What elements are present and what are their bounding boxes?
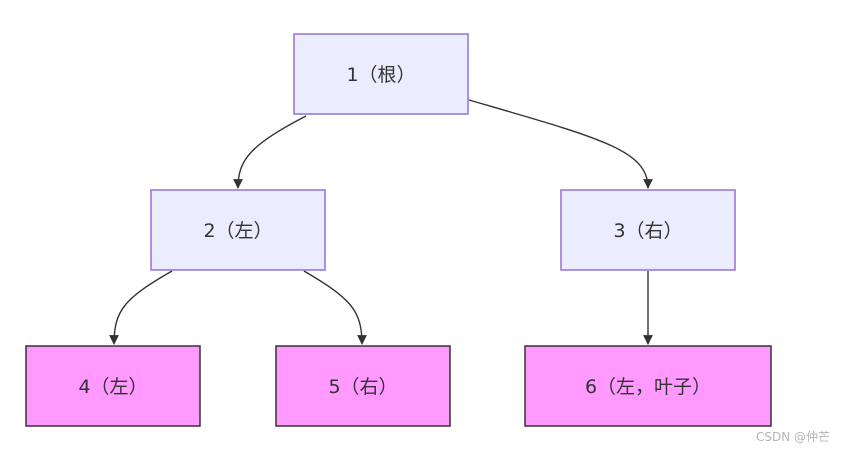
node-6: 6（左，叶子） [524, 345, 772, 427]
edge-2-5 [303, 270, 367, 345]
node-3-label: 3（右） [613, 220, 682, 242]
node-5-label: 5（右） [328, 376, 397, 398]
node-5: 5（右） [275, 345, 451, 427]
node-6-box [524, 345, 772, 427]
node-3-box [560, 189, 736, 271]
node-3: 3（右） [560, 189, 736, 271]
node-1: 1（根） [293, 33, 469, 115]
edge-1-2 [233, 115, 307, 189]
node-4-box [25, 345, 201, 427]
node-1-label: 1（根） [346, 64, 415, 86]
node-4-label: 4（左） [78, 376, 147, 398]
node-2: 2（左） [150, 189, 326, 271]
watermark: CSDN @仲芒 [755, 430, 830, 444]
node-2-label: 2（左） [203, 220, 272, 242]
node-5-box [275, 345, 451, 427]
node-4: 4（左） [25, 345, 201, 427]
node-1-box [293, 33, 469, 115]
node-2-box [150, 189, 326, 271]
node-6-label: 6（左，叶子） [585, 376, 711, 398]
edge-1-3 [468, 99, 653, 189]
edge-2-4 [109, 270, 173, 345]
